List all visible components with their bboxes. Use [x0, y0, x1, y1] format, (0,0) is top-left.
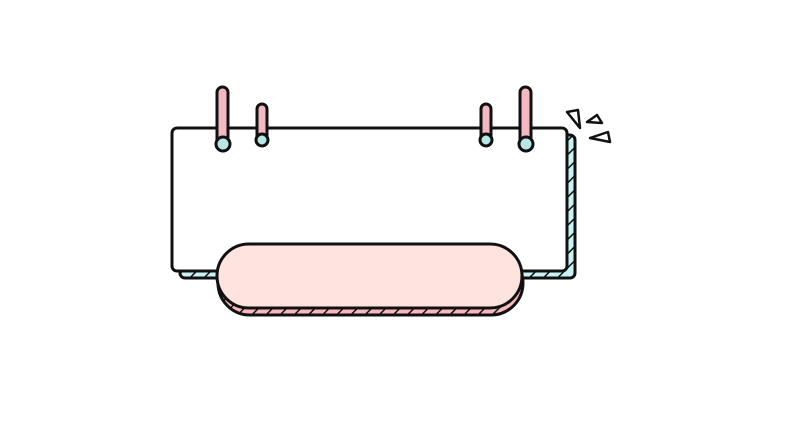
ribbon-banner-icon — [215, 242, 524, 310]
binder-ring-icon — [478, 102, 494, 148]
binder-ring-icon — [517, 85, 535, 153]
binder-ring-icon — [214, 85, 232, 153]
spark-burst-icon — [565, 108, 612, 144]
binder-ring-icon — [254, 102, 270, 148]
binder-rings — [214, 85, 535, 153]
